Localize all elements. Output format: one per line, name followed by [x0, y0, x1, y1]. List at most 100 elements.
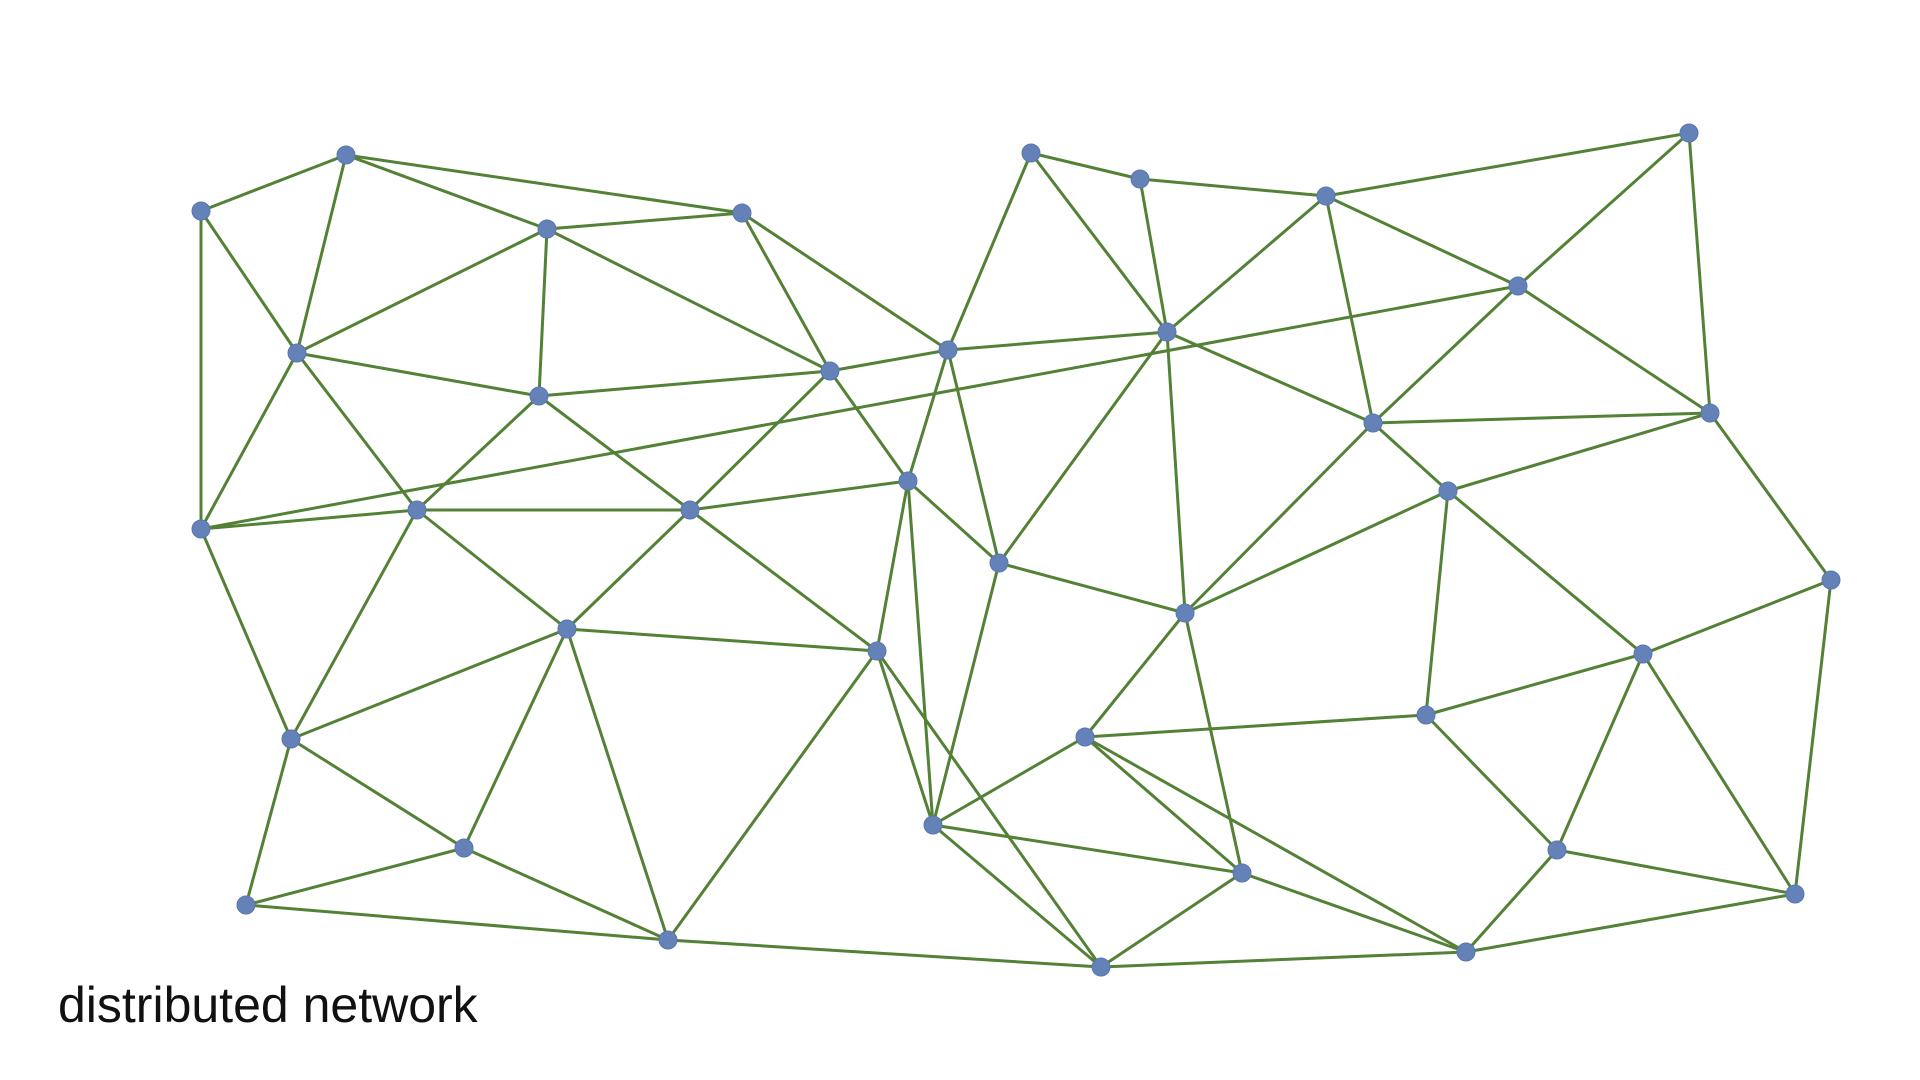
network-node: [1416, 705, 1436, 725]
network-node: [1679, 123, 1699, 143]
network-edge: [199, 527, 293, 741]
network-edge: [1371, 421, 1450, 493]
network-edge: [1324, 194, 1520, 288]
network-edge: [199, 209, 299, 355]
network-edge: [740, 211, 950, 352]
network-edge: [545, 211, 744, 231]
network-edge: [875, 479, 910, 653]
network-edge: [1165, 330, 1187, 615]
network-edge: [906, 479, 935, 827]
network-node: [820, 361, 840, 381]
network-edge: [1516, 284, 1712, 415]
network-edge: [828, 369, 910, 483]
network-node: [1021, 143, 1041, 163]
network-node: [1157, 322, 1177, 342]
network-node: [1438, 481, 1458, 501]
network-node: [1785, 884, 1805, 904]
network-edge: [997, 561, 1187, 615]
network-edge: [1708, 411, 1833, 582]
network-node: [537, 219, 557, 239]
network-edge: [199, 508, 419, 531]
network-edge: [1138, 177, 1169, 334]
network-edge: [1029, 151, 1169, 334]
network-edge: [1183, 489, 1450, 615]
network-node: [1456, 942, 1476, 962]
network-node: [1091, 957, 1111, 977]
network-edge: [1555, 652, 1645, 852]
network-node: [1547, 840, 1567, 860]
network-edge: [688, 479, 910, 512]
network-edge: [1083, 735, 1244, 875]
network-edge: [415, 394, 541, 512]
network-node: [658, 930, 678, 950]
network-edge: [295, 351, 541, 398]
network-edge: [1138, 177, 1328, 198]
network-nodes: [191, 123, 1841, 977]
network-edge: [906, 348, 950, 483]
network-edge: [931, 823, 1244, 875]
network-edge: [295, 351, 419, 512]
network-node: [1633, 644, 1653, 664]
network-edge: [1099, 950, 1468, 969]
network-edge: [997, 330, 1169, 565]
network-node: [1232, 863, 1252, 883]
network-edge: [875, 649, 935, 827]
network-edge: [1099, 871, 1244, 969]
network-edges: [199, 131, 1833, 969]
network-edge: [906, 479, 1001, 565]
network-edge: [946, 151, 1033, 352]
network-node: [680, 500, 700, 520]
network-edge: [875, 649, 1103, 969]
network-edge: [537, 369, 832, 398]
network-edge: [289, 508, 419, 741]
network-edge: [289, 627, 569, 741]
network-node: [732, 203, 752, 223]
network-node: [1821, 570, 1841, 590]
network-edge: [1641, 578, 1833, 656]
network-edge: [295, 153, 348, 355]
network-node: [923, 815, 943, 835]
network-edge: [537, 227, 549, 398]
network-node: [867, 641, 887, 661]
network-edge: [1165, 194, 1328, 334]
network-node: [1075, 727, 1095, 747]
network-edge: [1424, 713, 1559, 852]
network-edge: [1083, 611, 1187, 739]
network-edge: [545, 227, 832, 373]
network-edge: [1641, 652, 1797, 896]
network-edge: [1240, 871, 1468, 954]
network-edge: [1183, 611, 1244, 875]
network-edge: [931, 823, 1103, 969]
network-node: [1175, 603, 1195, 623]
network-edge: [244, 737, 293, 907]
network-edge: [344, 153, 549, 231]
network-edge: [199, 351, 299, 531]
network-edge: [1464, 892, 1797, 954]
network-edge: [688, 369, 832, 512]
network-edge: [1029, 151, 1142, 181]
network-edge: [1371, 284, 1520, 425]
network-edge: [1793, 578, 1833, 896]
network-edge: [1446, 411, 1712, 493]
network-edge: [244, 903, 670, 942]
network-edge: [1446, 489, 1645, 656]
network-edge: [415, 508, 569, 631]
network-edge: [740, 211, 832, 373]
network-node: [1508, 276, 1528, 296]
network-edge: [1371, 411, 1712, 425]
network-edge: [1165, 330, 1375, 425]
network-node: [454, 838, 474, 858]
network-edge: [295, 227, 549, 355]
network-edge: [565, 627, 670, 942]
network-edge: [565, 508, 692, 631]
network-node: [407, 500, 427, 520]
network-edge: [1424, 652, 1645, 717]
network-edge: [1324, 131, 1691, 198]
network-node: [898, 471, 918, 491]
network-edge: [1464, 848, 1559, 954]
network-node: [1363, 413, 1383, 433]
network-node: [1130, 169, 1150, 189]
network-edge: [946, 330, 1169, 352]
network-edge: [199, 153, 348, 213]
network-edge: [1324, 194, 1375, 425]
